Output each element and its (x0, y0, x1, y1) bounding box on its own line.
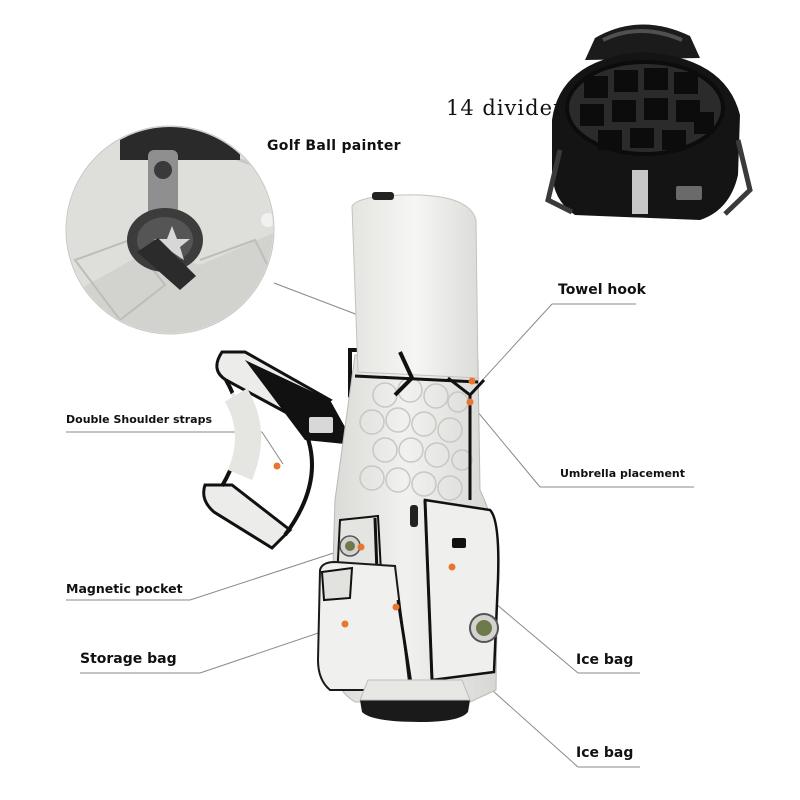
label-14-divider: 14 divider (446, 96, 565, 120)
golf-bag (202, 192, 500, 722)
label-shoulder-straps: Double Shoulder straps (66, 413, 213, 426)
label-magnetic-pocket: Magnetic pocket (66, 581, 183, 596)
callout-dots (273, 377, 476, 628)
ball-painter-closeup (65, 125, 275, 335)
label-ball-painter: Golf Ball painter (267, 138, 401, 154)
label-umbrella-placement: Umbrella placement (560, 467, 686, 480)
label-towel-hook: Towel hook (558, 282, 646, 298)
label-storage-bag: Storage bag (80, 651, 177, 667)
label-ice-bag-upper: Ice bag (576, 652, 634, 668)
divider-top-view (545, 24, 753, 220)
label-ice-bag-lower: Ice bag (576, 745, 634, 761)
